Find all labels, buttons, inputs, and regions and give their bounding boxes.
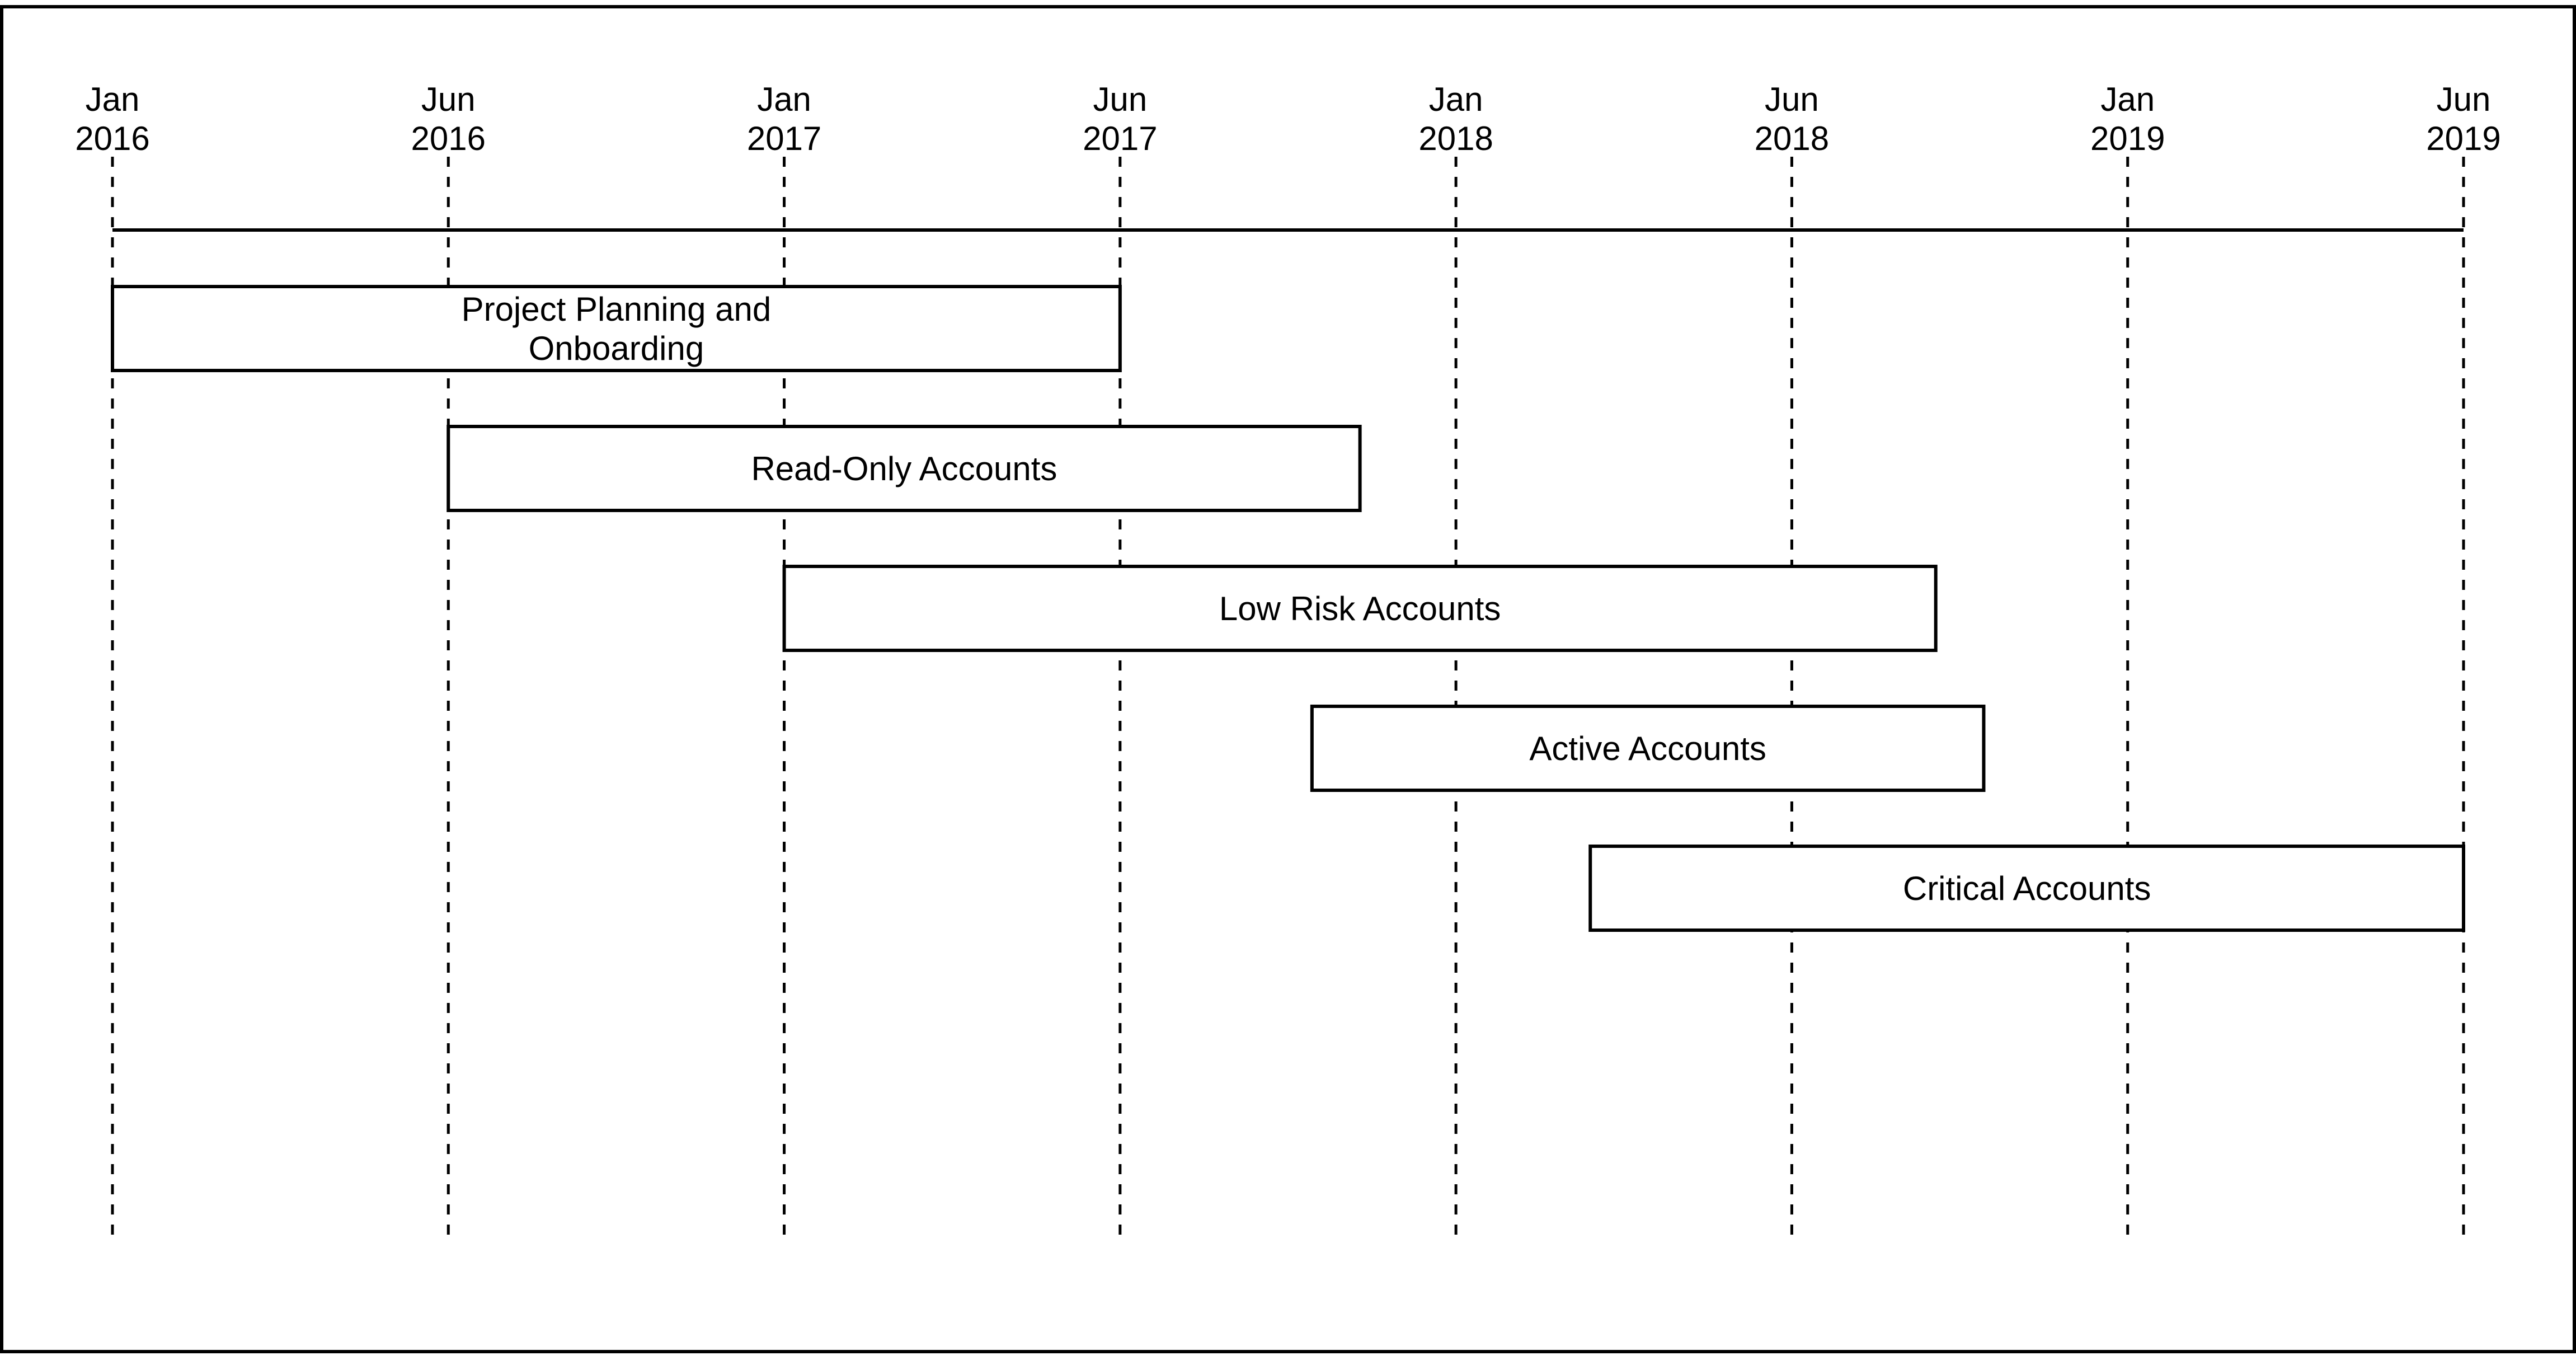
tick-year: 2019 [2090,120,2165,157]
tick-month: Jun [1093,81,1147,118]
phase-label-line: Critical Accounts [1903,870,2151,907]
phase-box [446,425,1362,512]
tick-month: Jan [1429,81,1483,118]
tick-month: Jun [2437,81,2491,118]
phase-label-line: Project Planning and [462,290,772,328]
tick-month: Jun [1765,81,1819,118]
tick-year: 2018 [1755,120,1829,157]
phase-label-line: Onboarding [529,330,704,367]
phase-label: Critical Accounts [1903,870,2151,907]
tick-year: 2018 [1418,120,1493,157]
diagram-frame [0,5,2576,1353]
phase-box [111,285,1122,372]
phase-box [1588,845,2465,932]
tick-year: 2017 [1083,120,1157,157]
tick-year: 2019 [2426,120,2500,157]
phase-label: Low Risk Accounts [1219,590,1501,627]
phase-box [782,565,1938,652]
tick-year: 2016 [75,120,149,157]
phase-box [1310,705,1986,792]
phase-label: Read-Only Accounts [751,450,1057,487]
tick-year: 2016 [411,120,486,157]
phase-label-line: Low Risk Accounts [1219,590,1501,627]
tick-month: Jan [86,81,140,118]
tick-year: 2017 [747,120,821,157]
phase-label-line: Active Accounts [1529,730,1766,767]
tick-month: Jan [2100,81,2155,118]
tick-month: Jun [421,81,476,118]
phase-label-line: Read-Only Accounts [751,450,1057,487]
phase-label: Active Accounts [1529,730,1766,767]
tick-month: Jan [757,81,811,118]
